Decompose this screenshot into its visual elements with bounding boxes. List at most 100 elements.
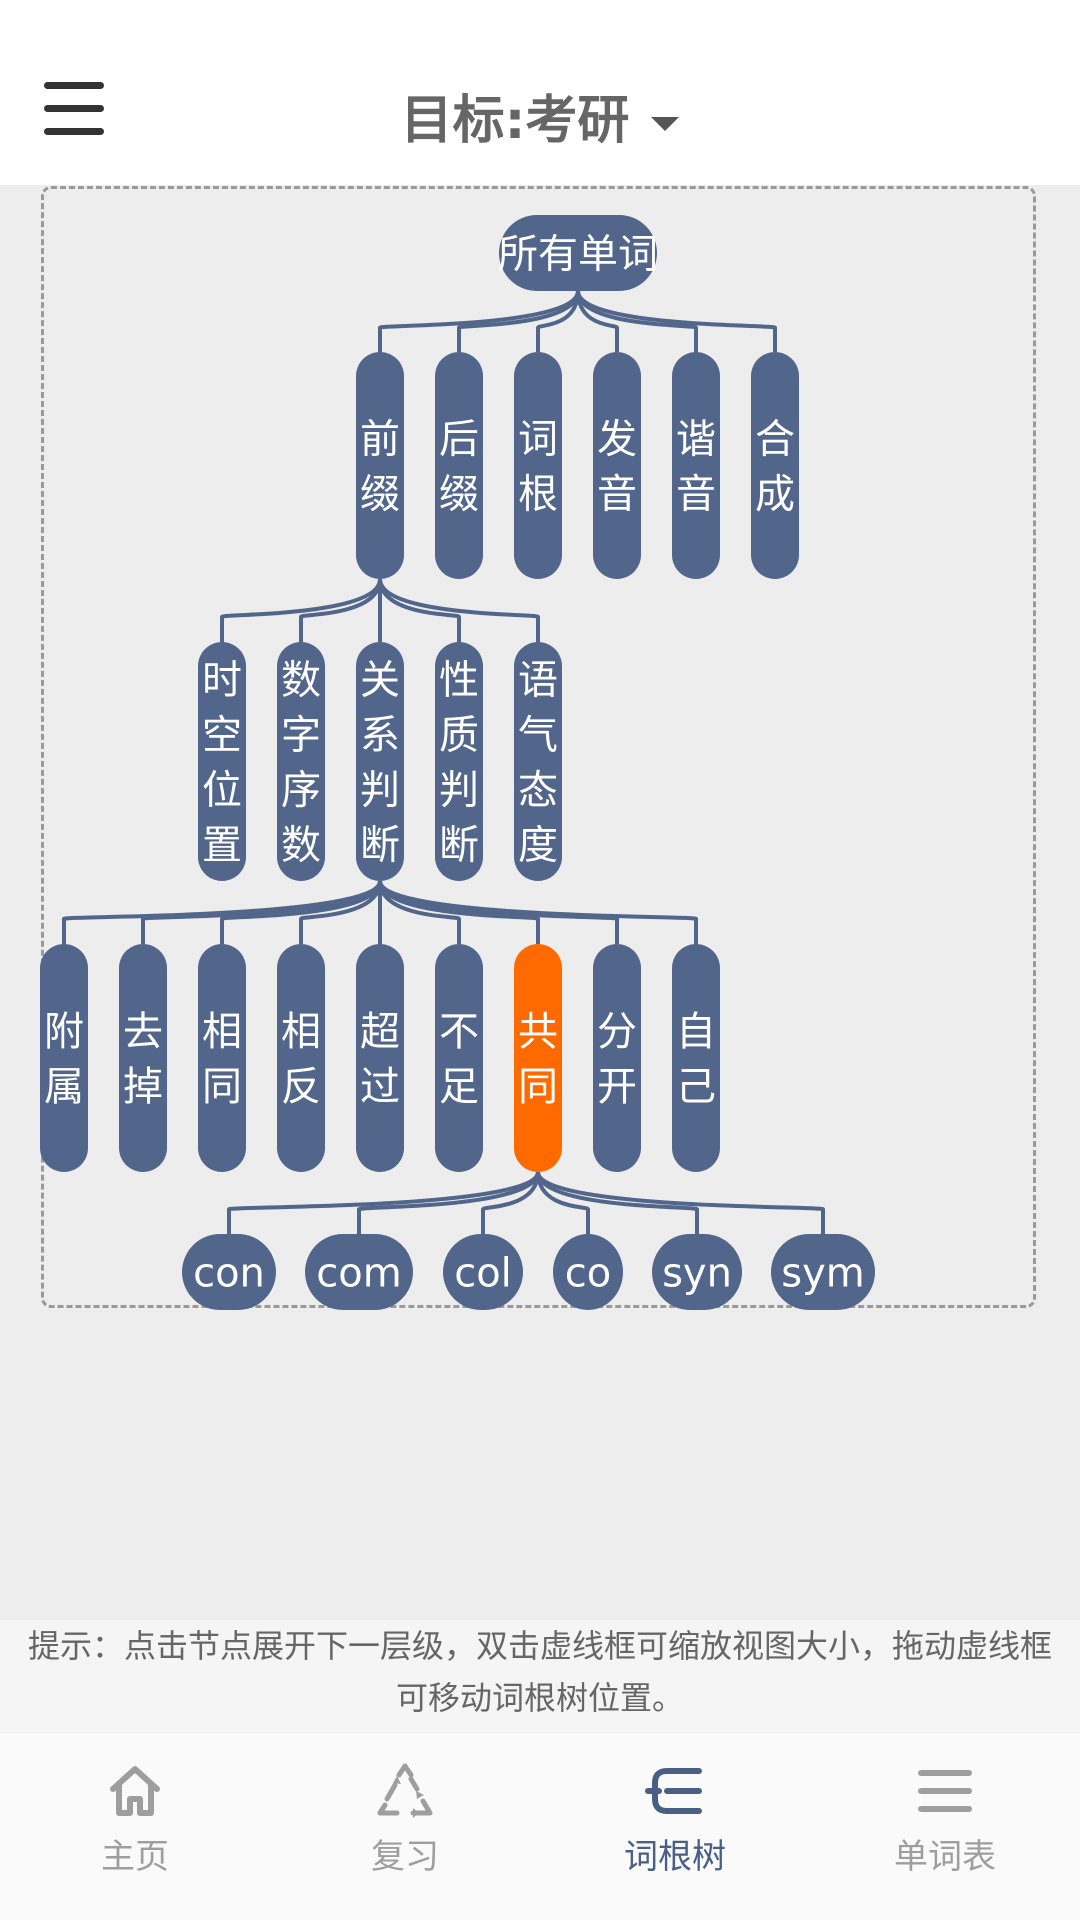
node-pill bbox=[277, 944, 325, 1172]
tree-links bbox=[62, 290, 825, 1234]
tree-link bbox=[62, 880, 382, 944]
node-pill bbox=[277, 642, 325, 881]
tree-link bbox=[378, 290, 580, 352]
tree-node[interactable]: co bbox=[553, 1234, 623, 1310]
recycle-icon bbox=[377, 1763, 433, 1818]
node-label: 分开 bbox=[597, 1009, 637, 1110]
node-label: 前缀 bbox=[360, 416, 400, 517]
tree-link bbox=[378, 880, 698, 944]
node-pill bbox=[182, 1234, 276, 1310]
goal-title: 目标:考研 bbox=[400, 91, 630, 151]
node-pill bbox=[672, 352, 720, 579]
node-pill bbox=[443, 1234, 523, 1310]
node-pill bbox=[593, 352, 641, 579]
tree-link bbox=[220, 880, 382, 944]
node-pill bbox=[198, 642, 246, 881]
tree-node[interactable]: 谐音 bbox=[672, 352, 720, 579]
bottom-tab-bar: 主页 复习 词根树 单词表 bbox=[0, 1733, 1080, 1920]
node-label: com bbox=[316, 1250, 401, 1296]
node-pill bbox=[499, 215, 657, 291]
list-icon bbox=[918, 1770, 972, 1812]
tree-node[interactable]: col bbox=[443, 1234, 523, 1310]
tree-node[interactable]: 时空位置 bbox=[198, 642, 246, 881]
tab-word-list[interactable]: 单词表 bbox=[810, 1733, 1080, 1920]
tree-node[interactable]: 数字序数 bbox=[277, 642, 325, 881]
tree-node[interactable]: 合成 bbox=[751, 352, 799, 579]
tree-link bbox=[220, 578, 382, 642]
dropdown-caret-icon bbox=[651, 117, 680, 131]
root-tree: 所有单词前缀后缀词根发音谐音合成时空位置数字序数关系判断性质判断语气态度附属去掉… bbox=[40, 215, 875, 1310]
node-pill bbox=[514, 944, 562, 1172]
tree-node[interactable]: 所有单词 bbox=[498, 215, 658, 291]
node-label: 后缀 bbox=[439, 416, 479, 517]
node-pill bbox=[435, 352, 483, 579]
app-header: 目标:考研 bbox=[0, 0, 1080, 185]
node-label: co bbox=[565, 1250, 611, 1296]
node-label: 发音 bbox=[597, 416, 637, 517]
tree-node[interactable]: 后缀 bbox=[435, 352, 483, 579]
tree-node[interactable]: 发音 bbox=[593, 352, 641, 579]
tab-home[interactable]: 主页 bbox=[0, 1733, 270, 1920]
tree-link bbox=[378, 880, 540, 944]
tab-label: 单词表 bbox=[894, 1837, 996, 1877]
tree-node[interactable]: sym bbox=[771, 1234, 875, 1310]
node-label: col bbox=[454, 1250, 512, 1296]
root-tree-viewport[interactable] bbox=[41, 186, 1036, 1308]
tree-node[interactable]: 附属 bbox=[40, 944, 88, 1172]
tree-node[interactable]: 不足 bbox=[435, 944, 483, 1172]
tree-node[interactable]: 自己 bbox=[672, 944, 720, 1172]
tree-node[interactable]: 语气态度 bbox=[514, 642, 562, 881]
tree-link bbox=[536, 290, 580, 352]
node-label: 性质判断 bbox=[439, 657, 479, 868]
tree-node[interactable]: 性质判断 bbox=[435, 642, 483, 881]
node-pill bbox=[514, 352, 562, 579]
tree-node[interactable]: 相同 bbox=[198, 944, 246, 1172]
tree-node[interactable]: 关系判断 bbox=[356, 642, 404, 881]
node-pill bbox=[435, 642, 483, 881]
node-label: 去掉 bbox=[123, 1009, 163, 1110]
node-label: con bbox=[193, 1250, 265, 1296]
node-pill bbox=[40, 944, 88, 1172]
node-label: 相反 bbox=[281, 1009, 321, 1110]
tree-node[interactable]: 超过 bbox=[356, 944, 404, 1172]
tree-link bbox=[536, 1171, 590, 1234]
tree-node[interactable]: 前缀 bbox=[356, 352, 404, 579]
node-pill bbox=[514, 642, 562, 881]
tab-label: 主页 bbox=[101, 1837, 169, 1877]
menu-icon[interactable] bbox=[44, 82, 104, 136]
node-label: 共同 bbox=[518, 1009, 558, 1110]
node-label: 所有单词 bbox=[498, 231, 658, 277]
tree-node[interactable]: 共同 bbox=[514, 944, 562, 1172]
node-pill bbox=[553, 1234, 623, 1310]
node-label: 关系判断 bbox=[360, 657, 400, 868]
tree-node[interactable]: 相反 bbox=[277, 944, 325, 1172]
tree-nodes: 所有单词前缀后缀词根发音谐音合成时空位置数字序数关系判断性质判断语气态度附属去掉… bbox=[40, 215, 875, 1310]
node-pill bbox=[771, 1234, 875, 1310]
tree-node[interactable]: com bbox=[305, 1234, 413, 1310]
home-icon bbox=[110, 1766, 160, 1816]
tree-node[interactable]: 去掉 bbox=[119, 944, 167, 1172]
tree-node[interactable]: 词根 bbox=[514, 352, 562, 579]
tab-label: 复习 bbox=[371, 1837, 439, 1877]
node-pill bbox=[198, 944, 246, 1172]
tree-link bbox=[299, 880, 382, 944]
node-pill bbox=[435, 944, 483, 1172]
node-label: 词根 bbox=[518, 416, 558, 517]
node-pill bbox=[652, 1234, 742, 1310]
node-pill bbox=[751, 352, 799, 579]
node-label: 不足 bbox=[439, 1009, 479, 1110]
root-tree-icon bbox=[645, 1768, 702, 1814]
node-label: 超过 bbox=[360, 1009, 400, 1110]
tree-link bbox=[457, 290, 580, 352]
node-pill bbox=[119, 944, 167, 1172]
tree-node[interactable]: syn bbox=[652, 1234, 742, 1310]
node-label: 相同 bbox=[202, 1009, 242, 1110]
node-pill bbox=[672, 944, 720, 1172]
tree-node[interactable]: 分开 bbox=[593, 944, 641, 1172]
tab-root-tree[interactable]: 词根树 bbox=[540, 1733, 810, 1920]
goal-selector[interactable]: 目标:考研 bbox=[0, 78, 1080, 153]
tab-review[interactable]: 复习 bbox=[270, 1733, 540, 1920]
node-label: syn bbox=[662, 1250, 732, 1296]
tree-node[interactable]: con bbox=[182, 1234, 276, 1310]
node-pill bbox=[356, 352, 404, 579]
